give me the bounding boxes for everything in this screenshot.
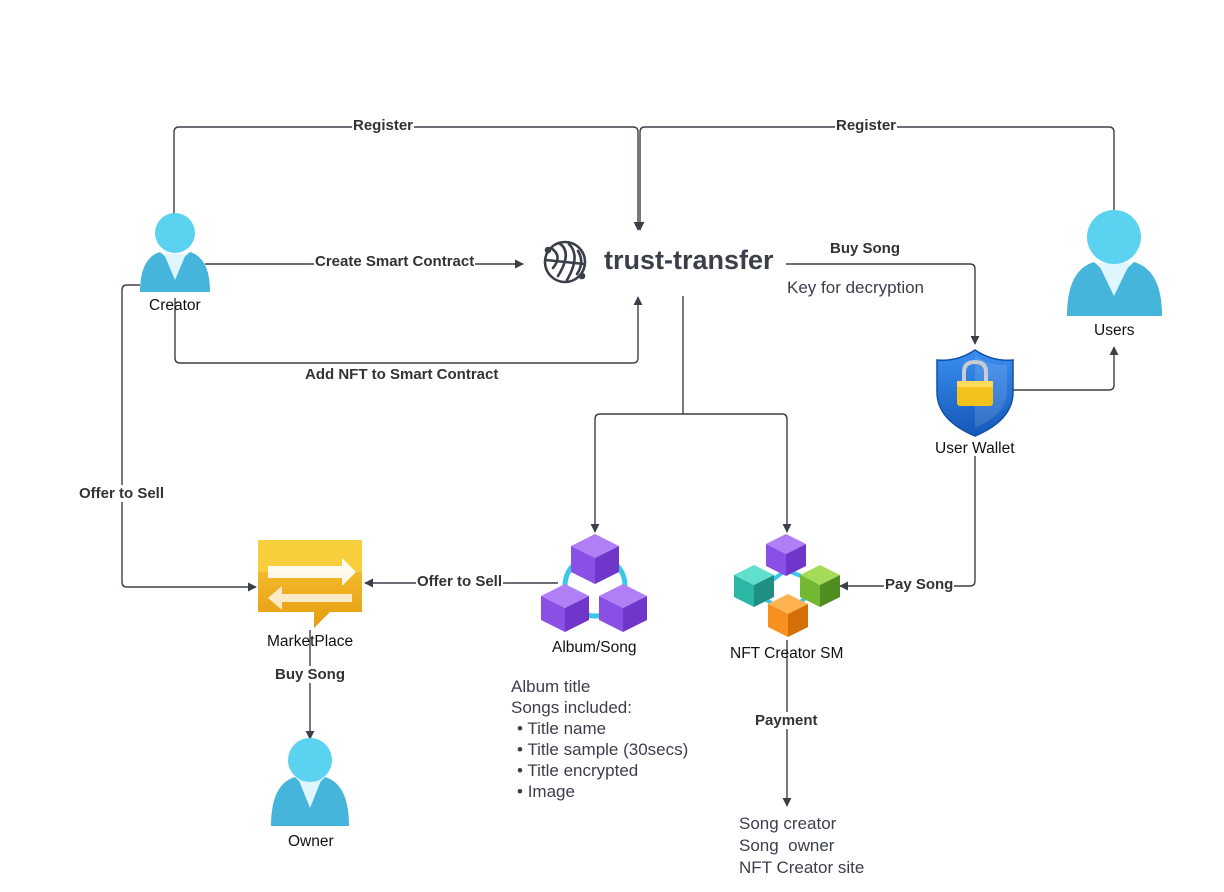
owner-label: Owner — [288, 833, 334, 850]
edge-label-offer-to-sell-album: Offer to Sell — [416, 573, 504, 590]
edge-label-payment: Payment — [754, 712, 819, 729]
edge-to-nft — [683, 413, 792, 533]
edge-label-create-smart-contract: Create Smart Contract — [314, 253, 476, 270]
owner-person-icon[interactable] — [271, 738, 349, 826]
marketplace-label: MarketPlace — [267, 633, 354, 650]
marketplace-exchange-icon[interactable] — [258, 540, 362, 628]
album-details-heading: Album title — [511, 677, 591, 696]
edge-to-album — [590, 413, 683, 533]
payment-recipients: Song creator Song owner NFT Creator site — [739, 813, 864, 879]
edge-label-register-creator: Register — [352, 117, 415, 134]
edge-label-pay-song: Pay Song — [884, 576, 955, 593]
album-details-subheading: Songs included: — [511, 698, 632, 717]
list-item: • Title sample (30secs) — [517, 740, 689, 759]
album-details: Album title Songs included: • Title name… — [511, 676, 688, 802]
brain-circuit-icon[interactable] — [543, 240, 587, 284]
list-item: • Title encrypted — [517, 761, 639, 780]
edge-creator-offer — [121, 284, 257, 592]
edge-label-buy-song-wallet: Buy Song — [829, 240, 901, 257]
cube-top — [571, 534, 619, 584]
users-label: Users — [1094, 322, 1135, 339]
edge-label-buy-song-owner: Buy Song — [274, 666, 346, 683]
cube-left — [541, 584, 589, 632]
edge-wallet-users — [1013, 346, 1119, 391]
edge-label-add-nft: Add NFT to Smart Contract — [304, 366, 500, 383]
edge-label-key-decryption: Key for decryption — [787, 278, 925, 297]
creator-person-icon[interactable] — [140, 213, 210, 292]
album-song-label: Album/Song — [552, 639, 637, 656]
creator-label: Creator — [149, 297, 201, 314]
list-item: NFT Creator site — [739, 858, 865, 877]
edge-creator-register — [173, 126, 643, 231]
brand-name[interactable]: trust-transfer — [604, 245, 774, 275]
edge-pay-song — [839, 456, 976, 591]
user-wallet-label: User Wallet — [935, 440, 1015, 457]
nft-creator-label: NFT Creator SM — [730, 645, 844, 662]
edge-users-register — [635, 126, 1115, 231]
cube-right — [599, 584, 647, 632]
list-item: • Image — [517, 782, 575, 801]
shield-lock-icon[interactable] — [936, 349, 1014, 437]
list-item: Song creator — [739, 814, 837, 833]
list-item: Song owner — [739, 836, 835, 855]
users-person-icon[interactable] — [1067, 210, 1162, 316]
edge-buy-song-wallet — [786, 263, 980, 345]
nft-creator-cubes-icon[interactable] — [734, 534, 840, 637]
edge-add-nft — [174, 296, 643, 364]
list-item: • Title name — [517, 719, 607, 738]
edge-label-offer-to-sell-creator: Offer to Sell — [78, 485, 166, 502]
album-blockchain-icon[interactable] — [541, 534, 647, 632]
edge-label-register-users: Register — [835, 117, 898, 134]
